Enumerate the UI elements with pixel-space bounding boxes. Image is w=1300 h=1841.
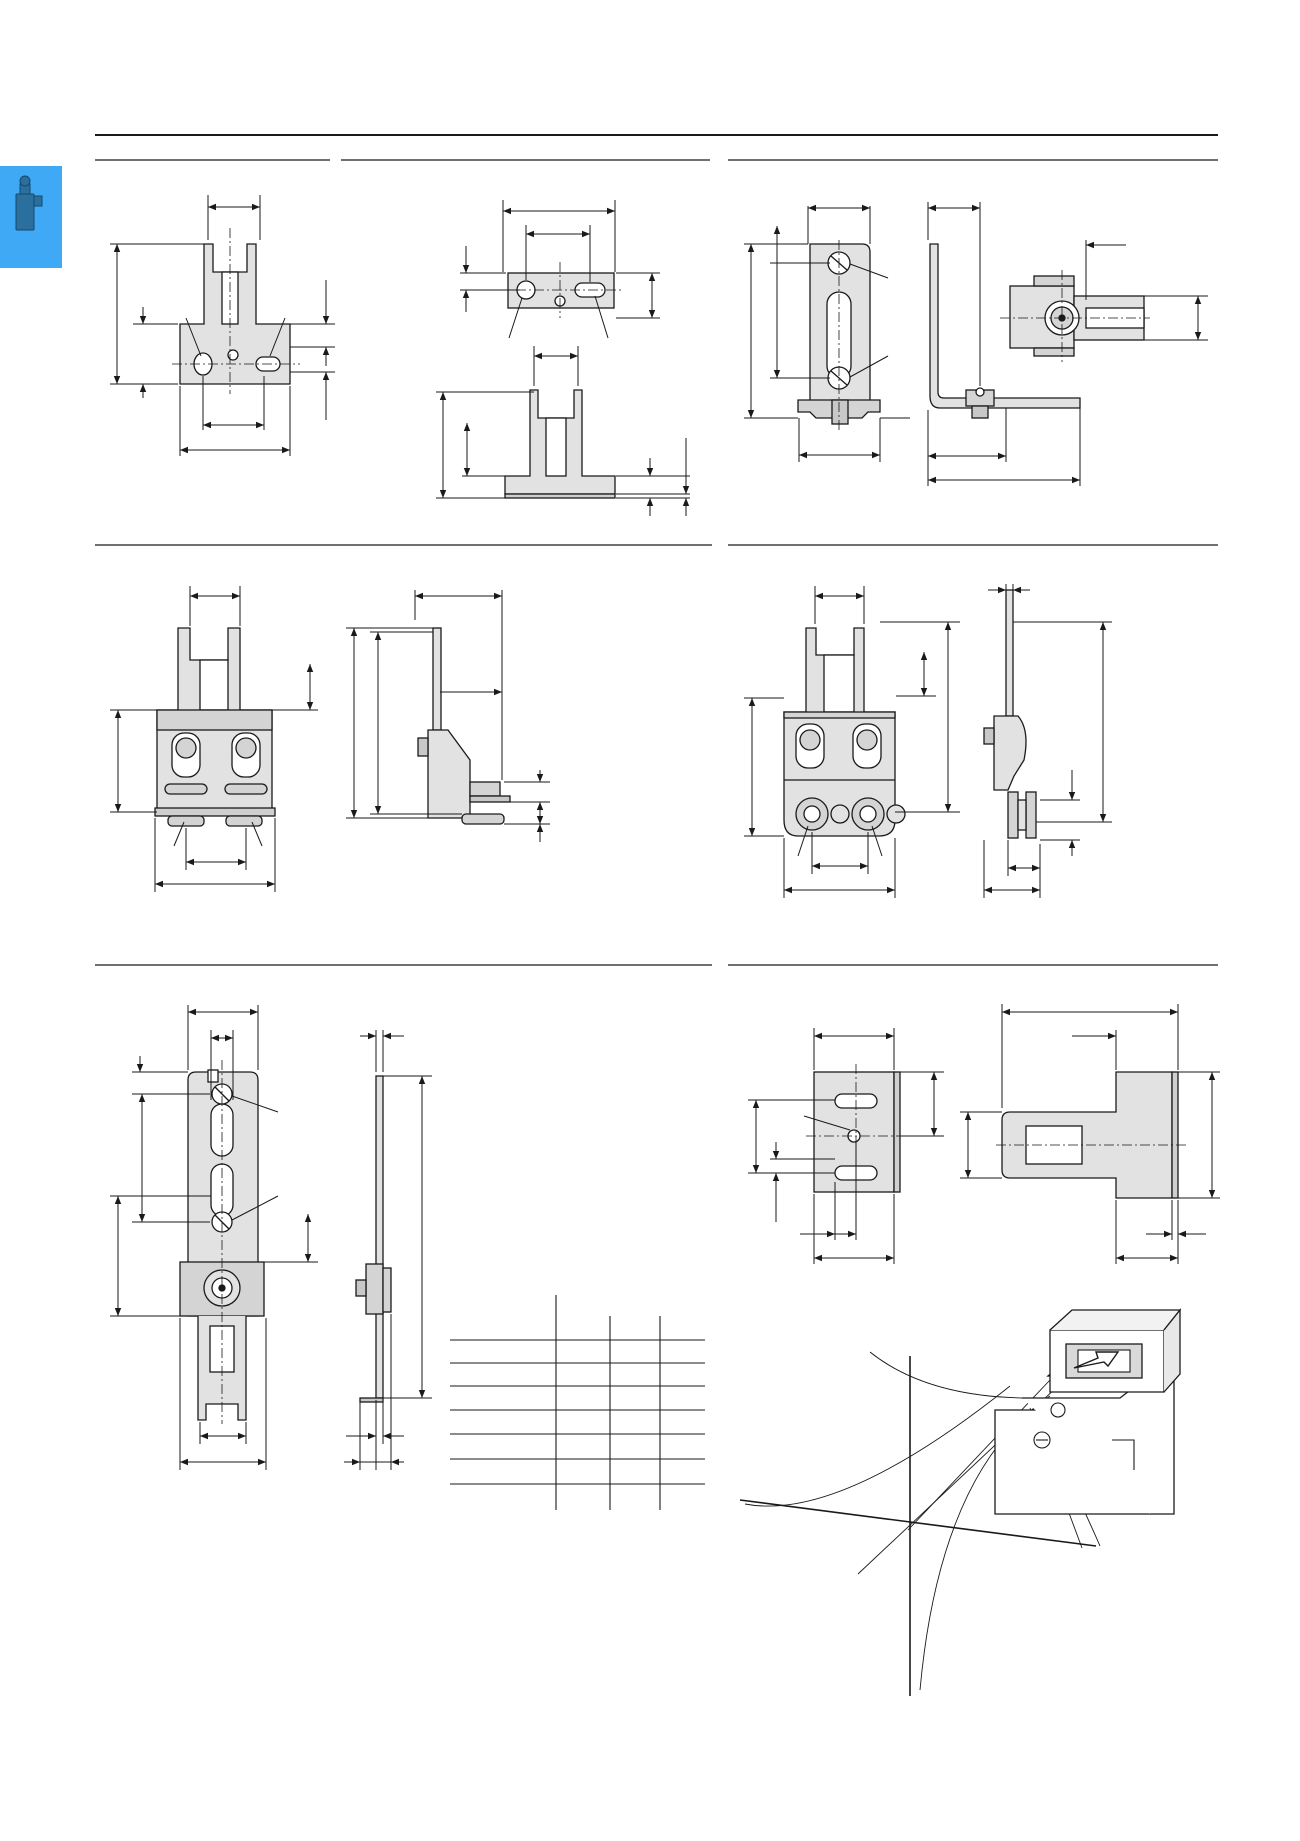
position-switch-icon	[15, 175, 43, 231]
actuator-long-side-view	[355, 1075, 392, 1403]
actuator-bracket-dimensions	[110, 586, 318, 892]
actuator-angled-front-view	[797, 240, 881, 430]
actuator-t-side-dimensions	[960, 1004, 1220, 1264]
section-rules	[95, 134, 1218, 966]
actuator-long-side-dimensions	[344, 1030, 432, 1470]
actuator-roller-side-view	[983, 589, 1037, 839]
actuator-flange-dimensions	[436, 346, 690, 516]
section-tab	[0, 166, 62, 268]
actuator-flange-side-view	[504, 389, 616, 499]
actuator-roller-side-dimensions	[983, 584, 1112, 898]
dimension-table	[450, 1295, 705, 1510]
actuator-angled-top-dimensions	[1085, 240, 1208, 341]
actuator-long-dimensions	[110, 1005, 318, 1470]
actuator-roller-front-view	[783, 627, 906, 837]
actuator-bracket-side-view	[417, 627, 511, 825]
actuator-straight-dimensions	[110, 195, 335, 456]
actuator-long-front-view	[179, 1060, 265, 1424]
actuator-t-front-dimensions	[748, 1028, 944, 1264]
actuator-straight-front-view	[172, 228, 300, 394]
actuator-angled-side-view	[929, 243, 1081, 419]
actuator-t-side-view	[996, 1071, 1186, 1199]
actuator-angled-dimensions	[744, 204, 910, 462]
approach-perspective-illustration	[739, 1308, 1182, 1696]
actuator-bracket-front-view	[154, 627, 276, 827]
actuator-roller-dimensions	[744, 586, 960, 898]
actuator-angled-top-view	[1000, 270, 1150, 362]
actuator-t-front-view	[806, 1064, 904, 1200]
actuator-plate-dimensions	[460, 200, 660, 339]
actuator-angled-side-dimensions	[927, 202, 1081, 486]
actuator-bracket-side-dimensions	[346, 590, 550, 842]
